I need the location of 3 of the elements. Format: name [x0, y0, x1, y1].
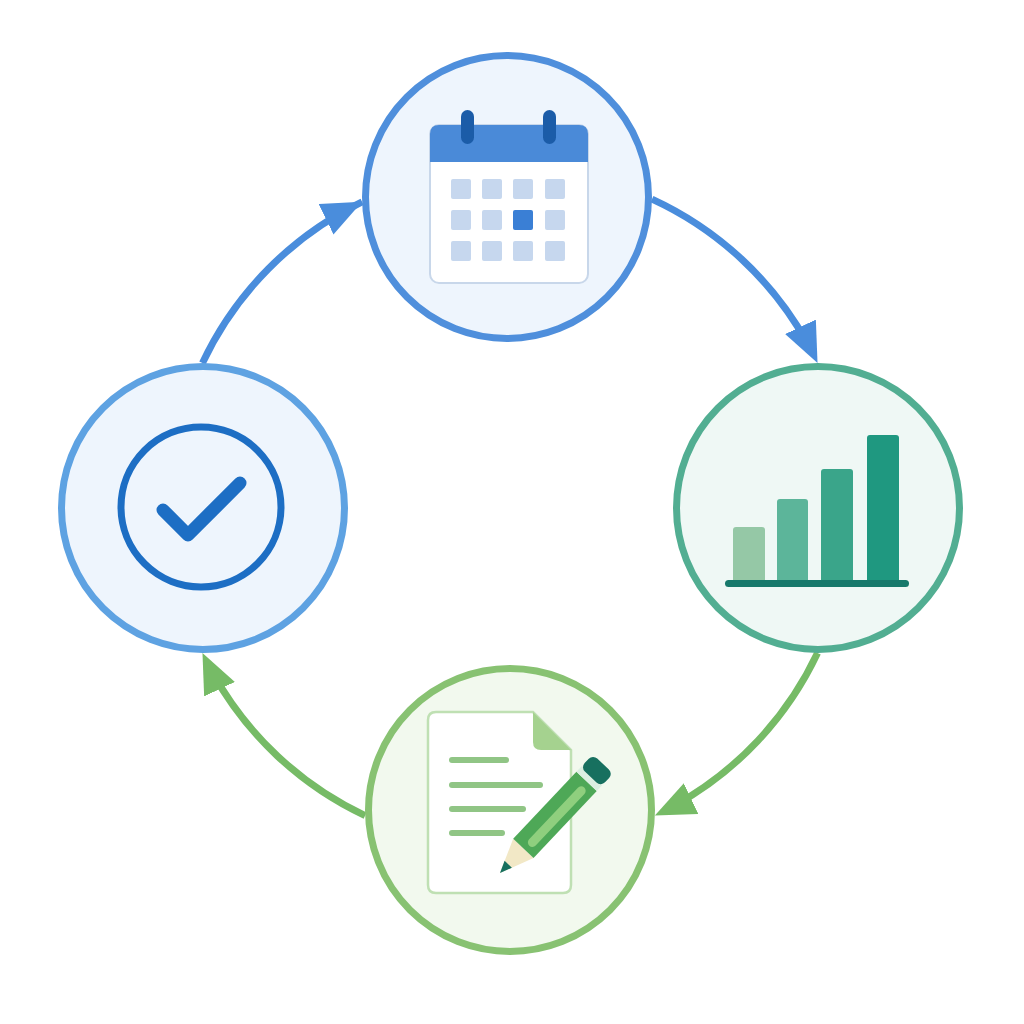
curved-arrow	[653, 651, 821, 819]
curved-arrow	[199, 198, 364, 365]
curved-arrow	[199, 651, 367, 819]
